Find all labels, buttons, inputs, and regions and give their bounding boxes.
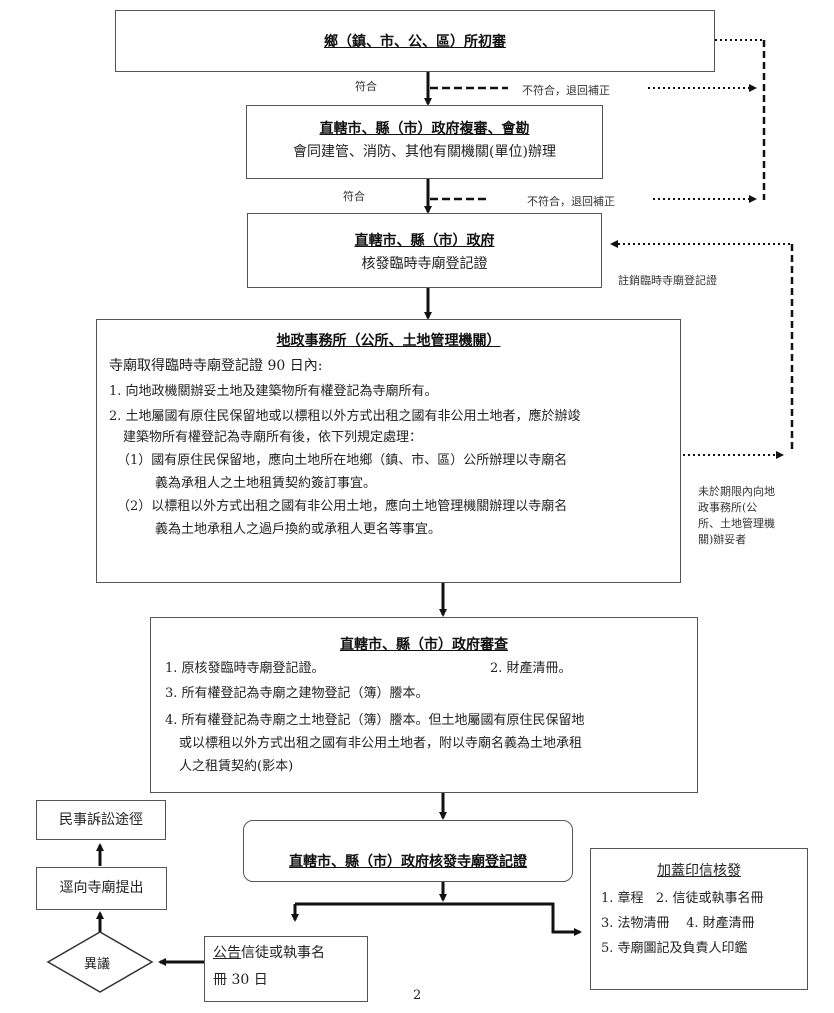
seal-line-1: 1. 章程 2. 信徒或執事名冊 bbox=[601, 891, 764, 906]
pass-label-2: 符合 bbox=[343, 190, 365, 203]
announce-line-2: 冊 30 日 bbox=[213, 972, 268, 988]
fail-label-2: 不符合，退回補正 bbox=[527, 195, 615, 208]
step5-item-2: 2. 財產清冊。 bbox=[490, 661, 572, 676]
branch-horizontal bbox=[295, 902, 572, 934]
seal-box: 加蓋印信核發 1. 章程 2. 信徒或執事名冊 3. 法物清冊 4. 財產清冊 … bbox=[590, 848, 808, 990]
raise-label: 逕向寺廟提出 bbox=[59, 880, 144, 896]
step4-subitem-2: （2）以標租以外方式出租之國有非公用土地，應向土地管理機關辦理以寺廟名 bbox=[117, 499, 568, 514]
step5-item-4: 4. 所有權登記為寺廟之土地登記（簿）謄本。但土地屬國有原住民保留地 bbox=[165, 713, 585, 728]
raise-box: 逕向寺廟提出 bbox=[36, 867, 167, 910]
step4-box: 地政事務所（公所、土地管理機關） 寺廟取得臨時寺廟登記證 90 日內: 1. 向… bbox=[96, 319, 681, 583]
step4-item-2-cont: 建築物所有權登記為寺廟所有後，依下列規定處理： bbox=[123, 430, 423, 445]
overdue-label: 未於期限內向地 政事務所(公 所、土地管理機 關)辦妥者 bbox=[698, 485, 775, 546]
step3-subtitle: 核發臨時寺廟登記證 bbox=[361, 256, 488, 272]
step1-box: 鄉（鎮、市、公、區）所初審 bbox=[115, 10, 715, 72]
step2-box: 直轄市、縣（市）政府複審、會勘 會同建管、消防、其他有關機關(單位)辦理 bbox=[246, 105, 603, 179]
step2-title: 直轄市、縣（市）政府複審、會勘 bbox=[319, 121, 530, 137]
announce-underlined: 公告 bbox=[213, 945, 241, 961]
step4-subitem-1-cont: 義為承租人之土地租賃契約簽訂事宜。 bbox=[155, 476, 377, 491]
step5-row-1: 1. 原核發臨時寺廟登記證。 2. 財產清冊。 bbox=[165, 658, 683, 679]
step5-item-1: 1. 原核發臨時寺廟登記證。 bbox=[165, 661, 325, 676]
page-number: 2 bbox=[413, 988, 422, 1003]
step5-box: 直轄市、縣（市）政府審查 1. 原核發臨時寺廟登記證。 2. 財產清冊。 3. … bbox=[150, 617, 698, 793]
step6-title: 直轄市、縣（市）政府核發寺廟登記證 bbox=[289, 854, 527, 870]
step5-item-4-cont-1: 或以標租以外方式出租之國有非公用土地者，附以寺廟名義為土地承租 bbox=[179, 736, 583, 751]
step4-item-1: 1. 向地政機關辦妥土地及建築物所有權登記為寺廟所有。 bbox=[109, 384, 438, 399]
announce-line-1: 公告信徒或執事名 bbox=[213, 943, 359, 964]
step5-item-4-cont-2: 人之租賃契約(影本) bbox=[179, 759, 294, 774]
objection-label: 異議 bbox=[84, 957, 111, 972]
civil-label: 民事訴訟途徑 bbox=[59, 812, 143, 828]
step3-title: 直轄市、縣（市）政府 bbox=[354, 233, 495, 249]
step1-title: 鄉（鎮、市、公、區）所初審 bbox=[324, 34, 506, 50]
cancel-label: 註銷臨時寺廟登記證 bbox=[618, 274, 717, 287]
step4-title: 地政事務所（公所、土地管理機關） bbox=[276, 333, 501, 349]
announce-rest: 信徒或執事名 bbox=[241, 945, 325, 961]
pass-label-1: 符合 bbox=[355, 80, 377, 93]
step4-intro: 寺廟取得臨時寺廟登記證 90 日內: bbox=[109, 358, 323, 374]
step4-item-2: 2. 土地屬國有原住民保留地或以標租以外方式出租之國有非公用土地者，應於辦竣 bbox=[109, 409, 581, 424]
seal-title: 加蓋印信核發 bbox=[657, 863, 741, 879]
step2-subtitle: 會同建管、消防、其他有關機關(單位)辦理 bbox=[293, 144, 556, 160]
step5-item-3: 3. 所有權登記為寺廟之建物登記（簿）謄本。 bbox=[165, 686, 429, 701]
step3-box: 直轄市、縣（市）政府 核發臨時寺廟登記證 bbox=[247, 213, 602, 288]
seal-line-2: 3. 法物清冊 4. 財產清冊 bbox=[601, 916, 755, 931]
fail-label-1: 不符合，退回補正 bbox=[522, 84, 610, 97]
step4-subitem-1: （1）國有原住民保留地，應向土地所在地鄉（鎮、市、區）公所辦理以寺廟名 bbox=[117, 453, 568, 468]
step6-box: 直轄市、縣（市）政府核發寺廟登記證 bbox=[243, 820, 573, 882]
civil-box: 民事訴訟途徑 bbox=[36, 800, 166, 840]
announce-box: 公告信徒或執事名 冊 30 日 bbox=[204, 936, 368, 1002]
step5-title: 直轄市、縣（市）政府審查 bbox=[340, 637, 508, 653]
seal-line-3: 5. 寺廟圖記及負責人印鑑 bbox=[601, 941, 748, 956]
step4-subitem-2-cont: 義為土地承租人之過戶換約或承租人更名等事宜。 bbox=[155, 522, 442, 537]
